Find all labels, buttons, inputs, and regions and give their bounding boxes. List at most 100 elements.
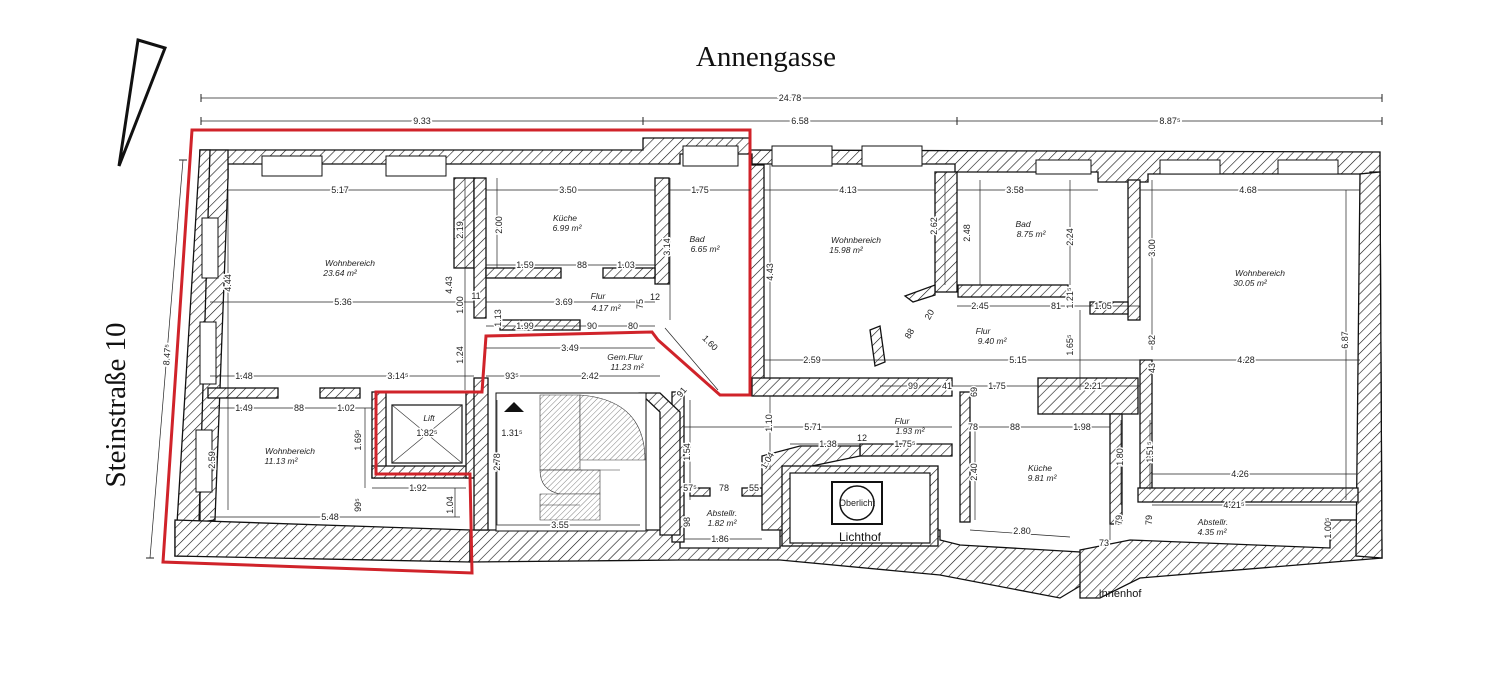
- room-area: 4.17 m²: [592, 303, 622, 313]
- room-area: 30.05 m²: [1233, 278, 1268, 288]
- dimension-labels: 5.17 3.50 1.75 4.13 3.58 4.68 5.36 3.69 …: [206, 184, 1352, 550]
- dim-label: 1.65⁵: [1065, 334, 1075, 356]
- dim-label: 1.82⁵: [416, 428, 438, 438]
- dim-label: 2.24: [1065, 228, 1075, 246]
- room-name: Flur: [591, 291, 607, 301]
- dim-label: 82: [1147, 335, 1157, 345]
- room-name: Wohnbereich: [831, 235, 881, 245]
- lift-label: Lift: [423, 413, 435, 423]
- lift: Lift: [391, 404, 463, 464]
- dim-label: 73: [1099, 538, 1109, 548]
- dim-label: 81: [1051, 301, 1061, 311]
- dim-label: 1.99: [516, 321, 534, 331]
- dim-label: 75: [635, 299, 645, 309]
- dim-label: 3.50: [559, 185, 577, 195]
- dim-label: 1.21⁵: [1065, 287, 1075, 309]
- dim-label: 1.86: [711, 534, 729, 544]
- dim-label: 90: [587, 321, 597, 331]
- dim-label: 1.00⁵: [1323, 517, 1333, 539]
- room-name: Flur: [976, 326, 992, 336]
- dim-label: 2.48: [962, 224, 972, 242]
- dim-label: 78: [968, 422, 978, 432]
- dim-total: 24.78: [779, 93, 802, 103]
- dim-label: 5.17: [331, 185, 349, 195]
- room-area: 9.40 m²: [978, 336, 1008, 346]
- windows-north: [195, 145, 1339, 493]
- room-name: Wohnbereich: [325, 258, 375, 268]
- dim-label: 55: [749, 483, 759, 493]
- dim-label: 3.69: [555, 297, 573, 307]
- dim-label: 1.49: [235, 403, 253, 413]
- north-arrow-icon: [117, 38, 167, 167]
- room-name: Küche: [553, 213, 577, 223]
- dim-label: 3.00: [1147, 239, 1157, 257]
- dim-label: 5.48: [321, 512, 339, 522]
- courtyard-label: Innenhof: [1099, 588, 1143, 600]
- dim-label: 99⁵: [353, 498, 363, 512]
- room-name: Abstellr.: [1197, 517, 1228, 527]
- dim-label: 4.44: [223, 274, 233, 292]
- dim-label: 2.45: [971, 301, 989, 311]
- room-name: Gem.Flur: [607, 352, 644, 362]
- dim-label: 57⁵: [683, 483, 697, 493]
- interior-walls: [207, 164, 1359, 547]
- dim-label: 2.19: [455, 221, 465, 239]
- dim-label: 1.02: [337, 403, 355, 413]
- dim-label: 1.51⁵: [1145, 441, 1155, 463]
- dim-label: 5.71: [804, 422, 822, 432]
- room-name: Abstellr.: [706, 508, 737, 518]
- dim-label: 4.43: [444, 276, 454, 294]
- dim-label: 4.43: [765, 263, 775, 281]
- dim-label: 1.60: [700, 333, 719, 352]
- dim-label: 88: [1010, 422, 1020, 432]
- room-area: 11.13 m²: [265, 456, 299, 466]
- room-area: 6.99 m²: [553, 223, 583, 233]
- room-area: 6.65 m²: [691, 244, 721, 254]
- overall-dimensions: 24.78 9.33 6.58 8.87⁵ 8.47⁵: [146, 91, 1383, 559]
- room-area: 11.23 m²: [611, 362, 645, 372]
- room-name: Wohnbereich: [265, 446, 315, 456]
- dim-label: 6.87: [1340, 331, 1350, 349]
- room-area: 1.82 m²: [708, 518, 738, 528]
- dim-label: 3.58: [1006, 185, 1024, 195]
- dim-label: 4.28: [1237, 355, 1255, 365]
- dim-label: 2.62: [929, 217, 939, 235]
- dim-label: 11: [471, 291, 480, 301]
- dim-label: 4.13: [839, 185, 857, 195]
- dim-label: 1.75: [988, 381, 1006, 391]
- dim-label: 88: [294, 403, 304, 413]
- dim-label: 79: [1114, 515, 1124, 525]
- dim-label: 43: [1147, 363, 1157, 373]
- skylight-icon: [839, 485, 875, 521]
- dim-label: 20: [923, 308, 937, 322]
- stair-direction-icon: [504, 402, 524, 412]
- dim-label: 1.03: [617, 260, 635, 270]
- dim-label: 4.26: [1231, 469, 1249, 479]
- dim-label: 88: [903, 327, 917, 341]
- dim-label: 2.78: [492, 453, 502, 471]
- room-name: Küche: [1028, 463, 1052, 473]
- dim-label: 80: [628, 321, 638, 331]
- dim-label: 1.13: [493, 309, 503, 327]
- lichthof-label: Lichthof: [839, 530, 882, 544]
- dim-label: 12: [650, 292, 660, 302]
- dim-left: 9.33: [413, 116, 431, 126]
- interior-dimension-lines: [210, 165, 1360, 540]
- dim-label: 2.40: [969, 463, 979, 481]
- dim-label: 2.42: [581, 371, 599, 381]
- dim-label: 1.04: [445, 496, 455, 514]
- dim-label: 1.59: [516, 260, 534, 270]
- dim-label: 1.75⁵: [894, 439, 916, 449]
- dim-label: 2.21: [1084, 381, 1102, 391]
- dim-label: 3.14⁵: [387, 371, 409, 381]
- dim-label: 1.80: [1115, 448, 1125, 466]
- room-area: 9.81 m²: [1028, 473, 1058, 483]
- room-labels: Wohnbereich 23.64 m² Küche 6.99 m² Bad 6…: [265, 213, 1286, 537]
- dim-label: 4.21⁵: [1223, 500, 1245, 510]
- staircase: [495, 392, 647, 532]
- dim-label: 1.31⁵: [501, 428, 523, 438]
- dim-label: 5.36: [334, 297, 352, 307]
- apartment-boundary: [161, 128, 752, 575]
- dim-label: 12: [857, 433, 867, 443]
